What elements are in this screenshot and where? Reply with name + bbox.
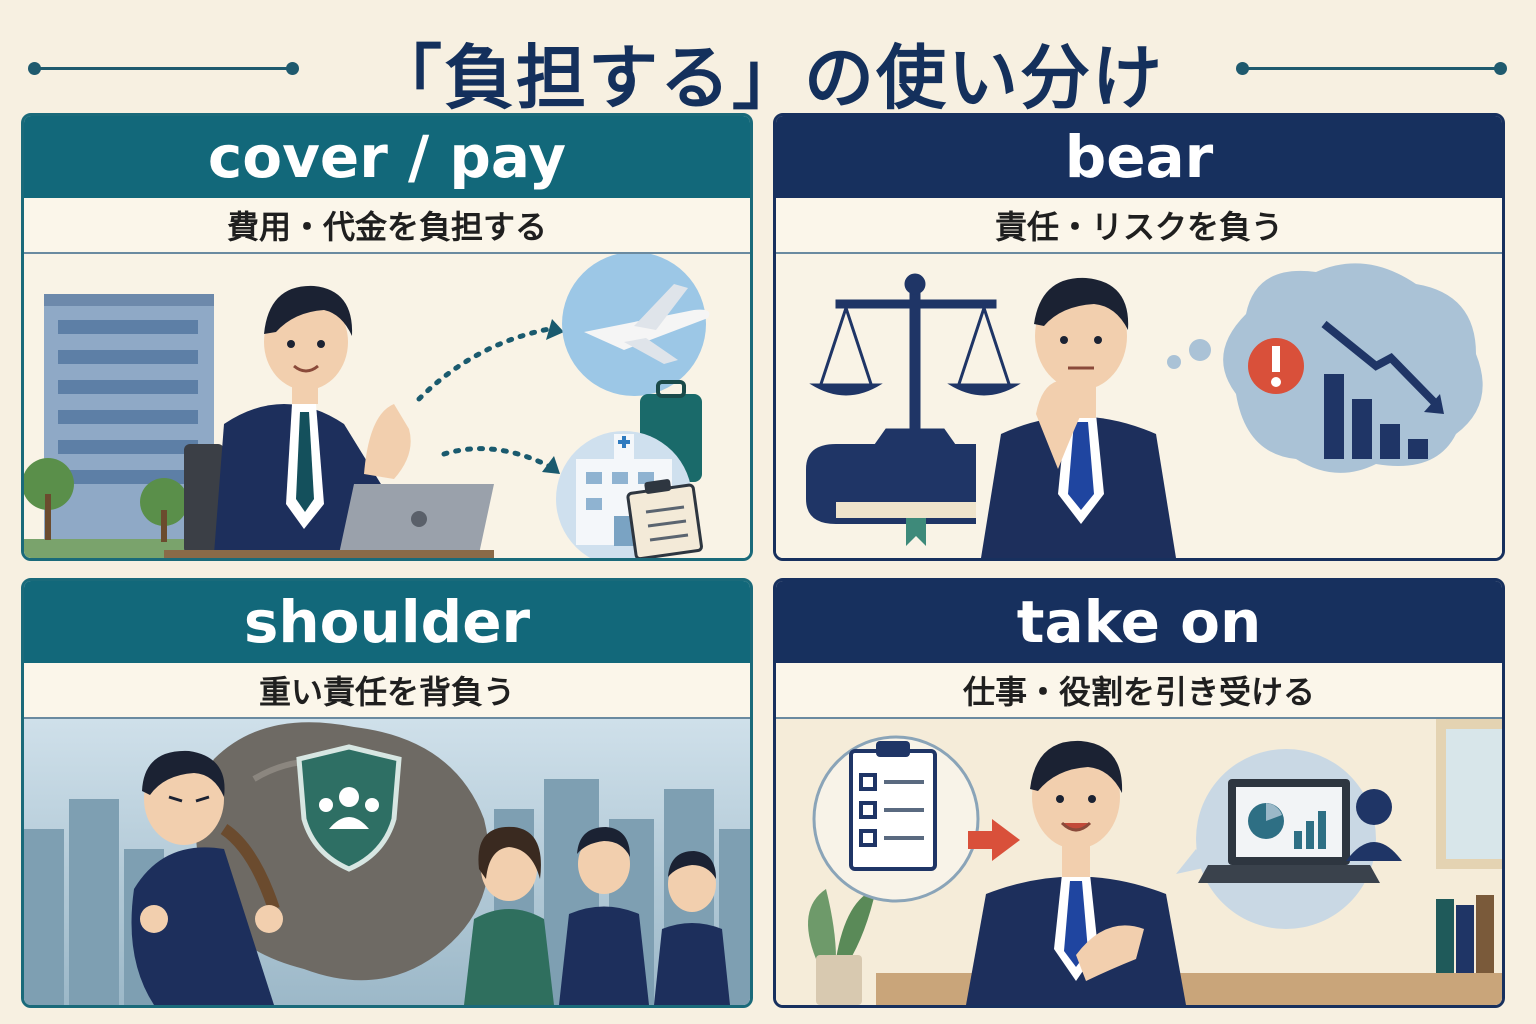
title-divider-right (1242, 67, 1500, 70)
books-icon (1436, 895, 1494, 973)
panel-subtitle: 費用・代金を負担する (24, 198, 750, 254)
clipboard-icon (626, 479, 703, 558)
team-members-icon (464, 826, 730, 1005)
title-dot-icon (1494, 62, 1507, 75)
panel-cover-pay: cover / pay 費用・代金を負担する (21, 113, 753, 561)
title-divider-left (34, 67, 292, 70)
panel-illustration (24, 719, 750, 1005)
panel-illustration (776, 254, 1502, 558)
shield-team-icon (296, 744, 402, 872)
tree-icon (24, 458, 188, 542)
panel-take-on: take on 仕事・役割を引き受ける (773, 578, 1505, 1008)
smiling-businessman-icon (966, 740, 1186, 1005)
panel-heading: cover / pay (24, 116, 750, 198)
panel-heading: shoulder (24, 581, 750, 663)
panel-subtitle: 仕事・役割を引き受ける (776, 663, 1502, 719)
title-dot-icon (1236, 62, 1249, 75)
laptop-icon (164, 484, 494, 558)
warning-icon (1248, 338, 1304, 394)
window-icon (1436, 719, 1502, 869)
scales-icon (809, 273, 1021, 447)
office-building-icon (24, 294, 354, 558)
title-row: 「負担する」の使い分け (0, 18, 1536, 119)
title-dot-icon (28, 62, 41, 75)
panel-illustration (24, 254, 750, 558)
person-icon (1346, 789, 1402, 861)
panel-bear: bear 責任・リスクを負う (773, 113, 1505, 561)
panel-shoulder: shoulder 重い責任を背負う (21, 578, 753, 1008)
laptop-chart-icon (1198, 779, 1380, 883)
panel-illustration (776, 719, 1502, 1005)
title-dot-icon (286, 62, 299, 75)
airplane-icon (562, 254, 710, 396)
thought-bubble-icon (1167, 263, 1483, 473)
struggling-businessman-icon (131, 750, 283, 1005)
panel-subtitle: 責任・リスクを負う (776, 198, 1502, 254)
plant-icon (808, 889, 876, 1005)
arrow-right-icon (968, 819, 1020, 861)
decline-chart-icon (1321, 320, 1444, 459)
page-title: 「負担する」の使い分け (372, 37, 1164, 119)
panel-heading: bear (776, 116, 1502, 198)
law-book-icon (806, 444, 976, 546)
panel-heading: take on (776, 581, 1502, 663)
checklist-icon (812, 735, 980, 903)
panel-subtitle: 重い責任を背負う (24, 663, 750, 719)
thinking-businessman-icon (981, 277, 1176, 558)
